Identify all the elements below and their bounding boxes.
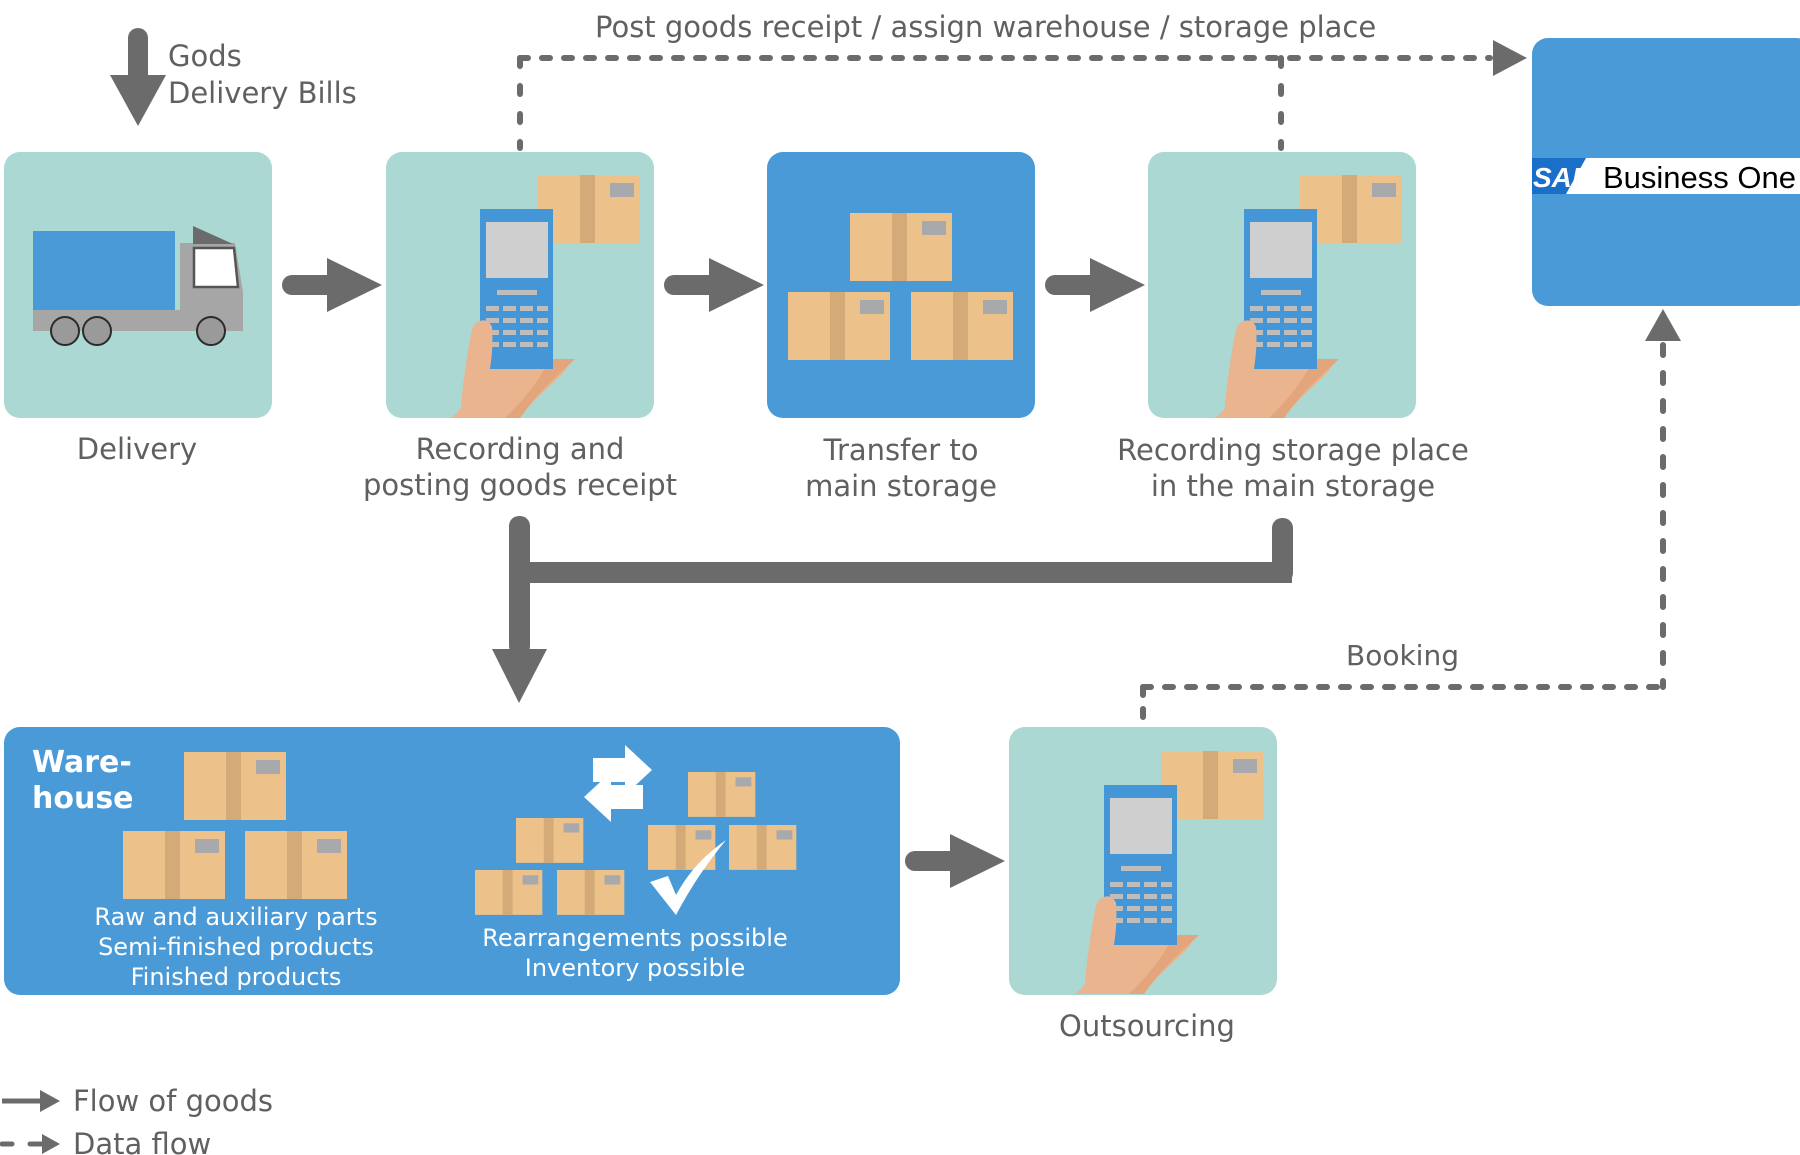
warehouse-title-line2: house xyxy=(32,781,134,816)
storage-place-label-line2: in the main storage xyxy=(1151,469,1435,503)
rearrange-carton-1 xyxy=(516,818,584,863)
booking-label: Booking xyxy=(1346,639,1459,672)
recording-label-line2: posting goods receipt xyxy=(363,468,677,502)
storage-place-label-line1: Recording storage place xyxy=(1117,433,1469,467)
warehouse-carton-left xyxy=(123,831,225,899)
warehouse-options-line2: Inventory possible xyxy=(525,954,746,982)
checkmark-icon xyxy=(650,840,726,915)
step-transfer: Transfer to main storage xyxy=(767,152,1035,503)
transfer-box xyxy=(767,152,1035,418)
step-recording: Recording and posting goods receipt xyxy=(363,152,677,502)
warehouse-stock-line2: Semi-finished products xyxy=(98,933,374,961)
rearrange-carton-3 xyxy=(557,870,625,915)
sap-logo-mark: SAP xyxy=(1533,162,1591,193)
top-data-flow-arrowhead xyxy=(1493,40,1527,76)
transfer-label-line2: main storage xyxy=(805,469,997,503)
sap-product-name: Business One xyxy=(1603,160,1796,195)
step-storage-place: Recording storage place in the main stor… xyxy=(1117,152,1469,503)
input-arrow-head xyxy=(110,75,166,126)
merge-vertical-right xyxy=(1272,518,1293,583)
legend-dashed-arrow-icon xyxy=(0,1134,60,1154)
rearrange-carton-6 xyxy=(729,825,797,870)
step-outsourcing: Outsourcing xyxy=(1009,727,1277,1043)
step-delivery: Delivery xyxy=(4,152,272,466)
booking-data-flow-line xyxy=(1140,342,1666,721)
flow-arrow-recording-to-transfer xyxy=(664,258,764,312)
legend-data-flow: Data flow xyxy=(73,1127,211,1155)
booking-arrowhead xyxy=(1645,309,1681,341)
carton-icon-left xyxy=(788,292,890,360)
merge-arrowhead xyxy=(492,649,547,703)
rearrange-arrows-icon xyxy=(584,745,652,822)
transfer-label-line1: Transfer to xyxy=(823,433,979,467)
recording-label-line1: Recording and xyxy=(416,432,625,466)
delivery-label: Delivery xyxy=(77,432,197,466)
rearrange-carton-2 xyxy=(475,870,543,915)
carton-icon-top xyxy=(850,213,952,281)
warehouse-stock-line1: Raw and auxiliary parts xyxy=(94,903,377,931)
rearrange-carton-4 xyxy=(688,772,756,817)
warehouse-stock-line3: Finished products xyxy=(131,963,342,991)
input-label-line2: Delivery Bills xyxy=(168,76,357,110)
warehouse-section: Ware- house Raw and auxiliary parts Semi… xyxy=(4,727,900,995)
legend-solid-arrow-icon xyxy=(2,1090,60,1112)
top-data-flow-line xyxy=(517,55,1493,151)
flow-merge-to-warehouse xyxy=(492,516,1293,703)
sap-logo-mark-bg xyxy=(1532,158,1586,194)
input-label-line1: Gods xyxy=(168,39,242,73)
flow-arrow-delivery-to-recording xyxy=(282,258,382,312)
input-arrow xyxy=(110,28,166,126)
outsourcing-label: Outsourcing xyxy=(1059,1009,1235,1043)
truck-icon xyxy=(33,226,243,346)
warehouse-title-line1: Ware- xyxy=(32,745,132,780)
merge-horizontal xyxy=(509,562,1292,583)
flow-arrow-warehouse-to-outsourcing xyxy=(905,834,1005,888)
warehouse-options-line1: Rearrangements possible xyxy=(482,924,787,952)
warehouse-carton-right xyxy=(245,831,347,899)
warehouse-carton-top xyxy=(184,752,286,820)
top-data-flow-label: Post goods receipt / assign warehouse / … xyxy=(595,10,1376,44)
legend-flow-of-goods: Flow of goods xyxy=(73,1084,273,1118)
flow-arrow-transfer-to-storage-place xyxy=(1045,258,1145,312)
sap-business-one-system: SAP Business One xyxy=(1532,38,1800,306)
carton-icon xyxy=(538,175,640,243)
legend: Flow of goods Data flow xyxy=(0,1084,273,1155)
merge-vertical-left xyxy=(509,516,530,656)
carton-icon-right xyxy=(911,292,1013,360)
